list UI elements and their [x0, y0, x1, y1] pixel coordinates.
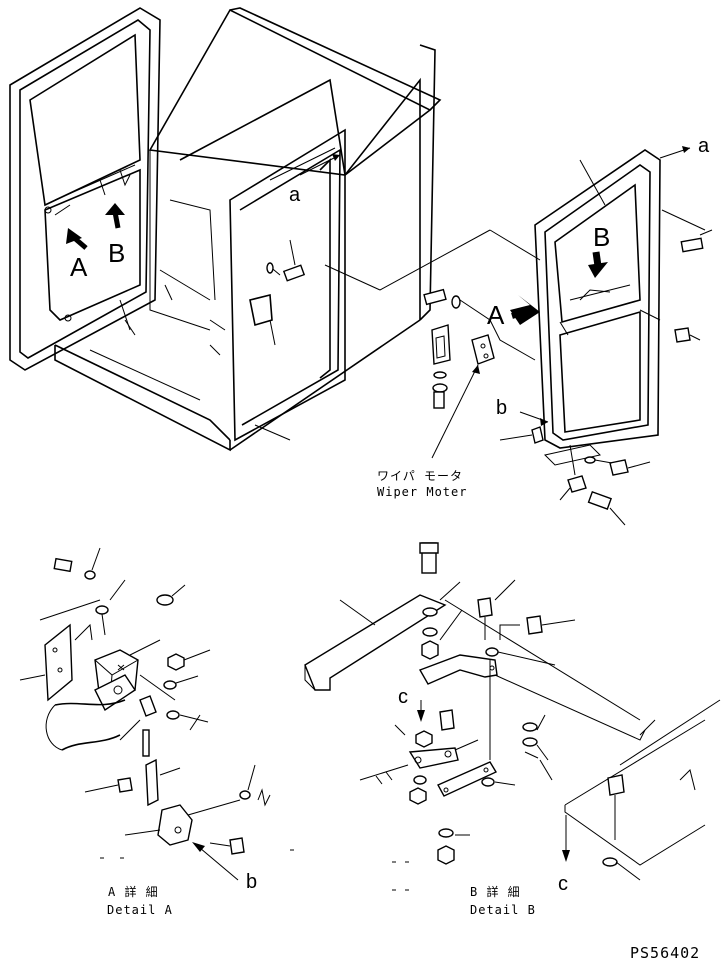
- drawing-code: PS56402: [630, 944, 700, 962]
- callout-b-detail: b: [246, 871, 257, 893]
- detail-a-drawing: [19, 547, 294, 881]
- wiper-motor-jp: ワイパ モータ: [377, 469, 463, 483]
- view-label-b-left: B: [108, 238, 125, 268]
- detail-a-title-jp: A 詳 細: [108, 884, 159, 899]
- view-label-a-left: A: [70, 252, 88, 282]
- cab-assembly: [9, 7, 541, 452]
- view-label-a-right: A: [487, 300, 505, 330]
- door-assembly-right: [499, 146, 713, 526]
- wiper-motor-en: Wiper Moter: [377, 485, 467, 499]
- detail-b-title-en: Detail B: [470, 903, 536, 917]
- callout-b-right: b: [496, 397, 507, 419]
- callout-a-top: a: [698, 135, 710, 157]
- detail-a-title-en: Detail A: [107, 903, 173, 917]
- detail-b-title-jp: B 詳 細: [470, 884, 521, 899]
- callout-a-mid: a: [289, 184, 301, 206]
- detail-b-drawing: [304, 542, 721, 891]
- callout-c-mid: c: [398, 686, 408, 708]
- view-label-b-right: B: [593, 222, 610, 252]
- callout-c-bottom: c: [558, 873, 568, 895]
- wiper-motor-group: [423, 288, 536, 459]
